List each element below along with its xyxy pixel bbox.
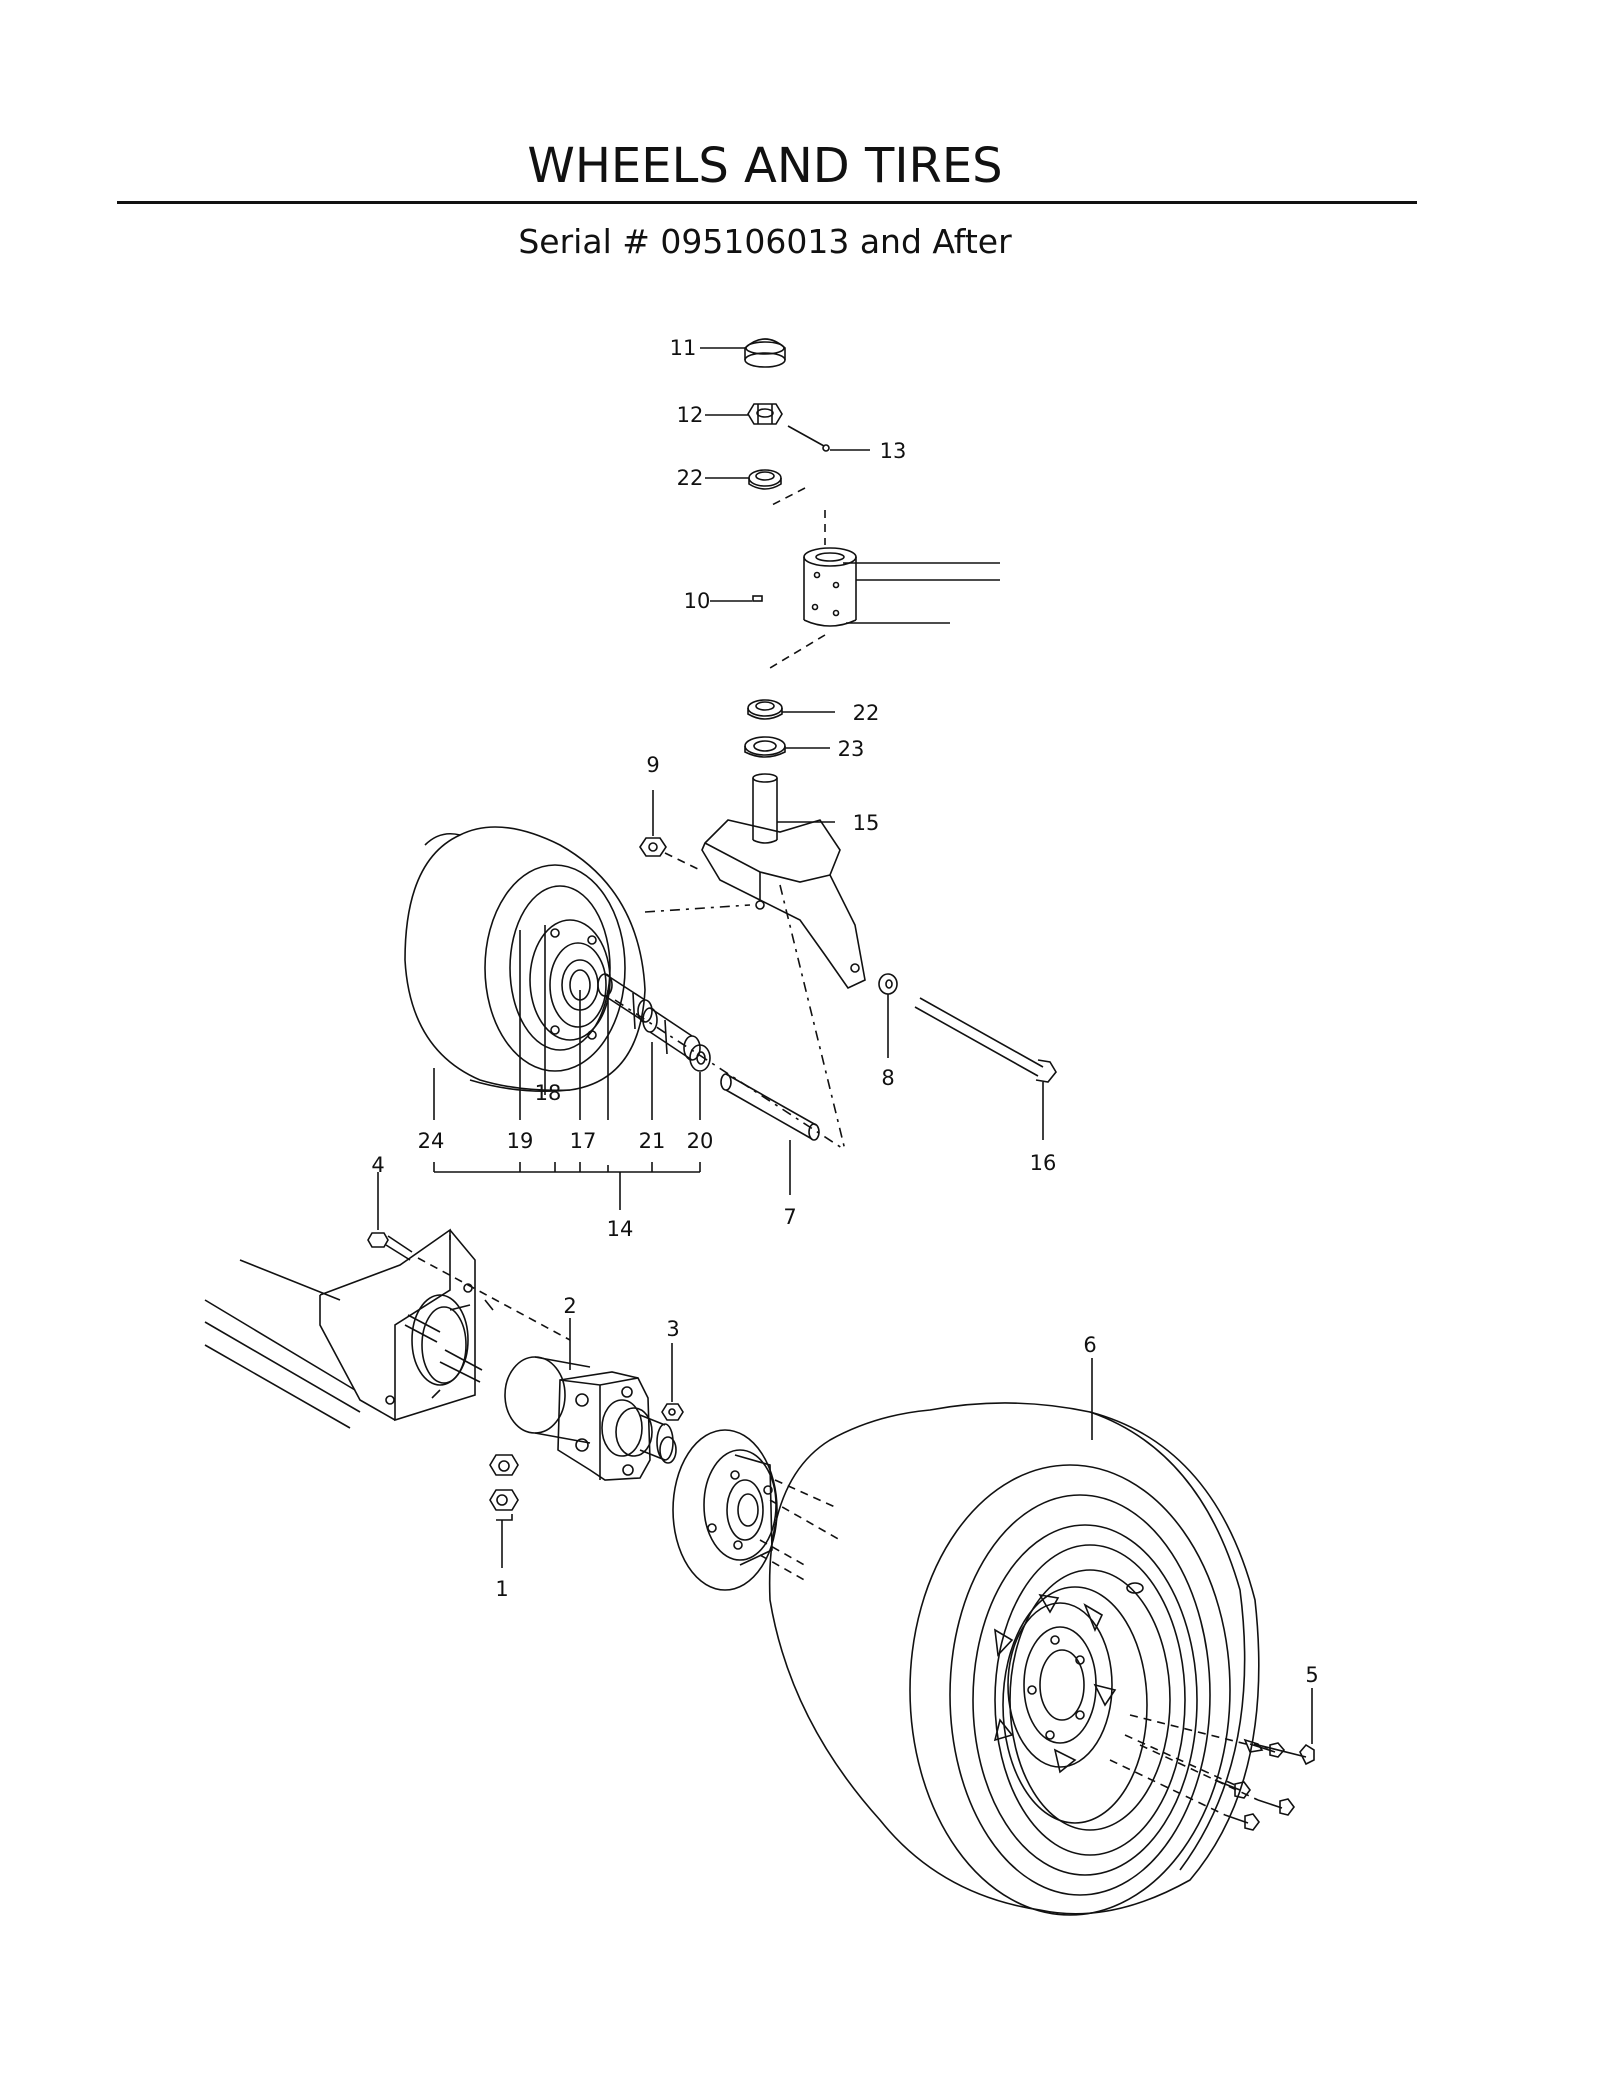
callout-9: 9 — [646, 753, 659, 777]
callout-22-upper: 22 — [677, 466, 704, 490]
callout-8: 8 — [881, 1066, 894, 1090]
spacer-tube — [720, 1073, 820, 1141]
dust-cap — [744, 338, 786, 368]
callout-1: 1 — [495, 1577, 508, 1601]
callout-6: 6 — [1083, 1333, 1096, 1357]
callout-16: 16 — [1030, 1151, 1057, 1175]
spacer-washer — [689, 1044, 711, 1072]
callout-19: 19 — [507, 1129, 534, 1153]
wheel-motor — [504, 1356, 677, 1481]
rear-tire — [768, 1402, 1260, 1916]
callout-20: 20 — [687, 1129, 714, 1153]
callout-13: 13 — [880, 439, 907, 463]
callout-23: 23 — [838, 737, 865, 761]
title-rule — [117, 201, 1417, 204]
castle-nut — [747, 403, 783, 425]
set-screw — [752, 595, 763, 602]
wheel-bearing — [597, 973, 653, 1030]
page-title: WHEELS AND TIRES — [527, 138, 1003, 194]
callout-22-lower: 22 — [853, 701, 880, 725]
callout-18: 18 — [535, 1081, 562, 1105]
flange-nut — [661, 1403, 684, 1421]
callout-17: 17 — [570, 1129, 597, 1153]
lock-nut — [639, 837, 667, 857]
callout-11: 11 — [670, 336, 697, 360]
callout-24: 24 — [418, 1129, 445, 1153]
caster-fork — [701, 773, 866, 990]
cotter-pin — [787, 425, 830, 452]
callout-14: 14 — [607, 1217, 634, 1241]
bearing-lower — [747, 699, 783, 720]
frame-arm — [204, 1228, 494, 1429]
mounting-bolt — [367, 1232, 413, 1261]
callout-labels: 11 12 13 22 10 22 23 9 15 18 8 24 19 17 … — [371, 336, 1318, 1687]
caster-wheel — [404, 826, 646, 1093]
callout-3: 3 — [666, 1317, 679, 1341]
kit-bracket — [433, 1162, 701, 1210]
flat-washer — [878, 973, 898, 995]
wheel-hub — [672, 1429, 778, 1591]
page-subtitle: Serial # 095106013 and After — [518, 222, 1012, 261]
callout-2: 2 — [563, 1294, 576, 1318]
callout-7: 7 — [783, 1205, 796, 1229]
bearing-upper — [748, 469, 782, 490]
bushing — [642, 1007, 701, 1061]
axle-bolt — [914, 997, 1057, 1083]
callout-10: 10 — [684, 589, 711, 613]
leader-lines — [377, 347, 1313, 1744]
callout-21: 21 — [639, 1129, 666, 1153]
seal — [744, 736, 786, 758]
callout-4: 4 — [371, 1153, 384, 1177]
hydraulic-fittings — [489, 1454, 519, 1521]
spindle-tube — [803, 547, 1000, 627]
lug-bolts — [1109, 1714, 1315, 1831]
callout-15: 15 — [853, 811, 880, 835]
callout-5: 5 — [1305, 1663, 1318, 1687]
callout-12: 12 — [677, 403, 704, 427]
